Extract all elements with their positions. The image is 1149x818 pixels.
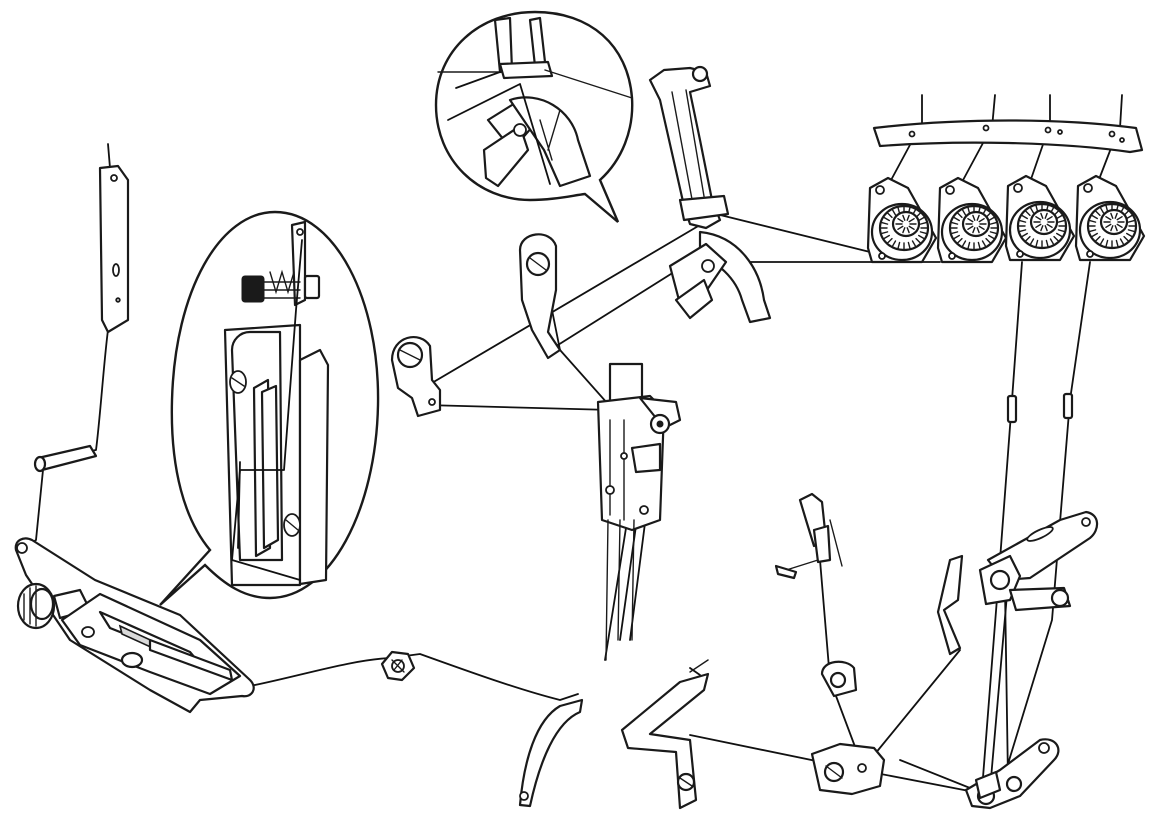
thread-eyelets-right (1006, 392, 1074, 424)
lower-right-guide (810, 742, 886, 796)
tension-dial-3 (1004, 174, 1076, 262)
small-looper-lever (774, 492, 843, 580)
needle-bar-assembly (596, 362, 682, 661)
lever-handle (33, 444, 98, 473)
zoom-bubble-top (434, 10, 634, 223)
small-guide-with-screw (820, 660, 858, 698)
left-thread-guide-plate (98, 164, 130, 334)
center-thread-eyelet (380, 650, 416, 682)
curved-guide-bottom (518, 698, 584, 808)
tension-dial-1 (866, 176, 938, 264)
tension-dial-4 (1074, 174, 1146, 262)
tension-dial-2 (936, 176, 1008, 264)
thread-guide-bar (872, 119, 1144, 154)
bottom-looper-guide (620, 659, 710, 810)
thread-guide-clamp (390, 336, 442, 418)
zoom-bubble-left (159, 210, 380, 606)
lower-right-base-bracket (964, 738, 1060, 810)
tension-dials (866, 174, 1146, 264)
lower-looper-mechanism (14, 537, 255, 714)
upper-looper-arm (648, 65, 772, 324)
thread-take-up-arm (518, 233, 562, 360)
right-thread-guide-bracket (936, 510, 1099, 656)
